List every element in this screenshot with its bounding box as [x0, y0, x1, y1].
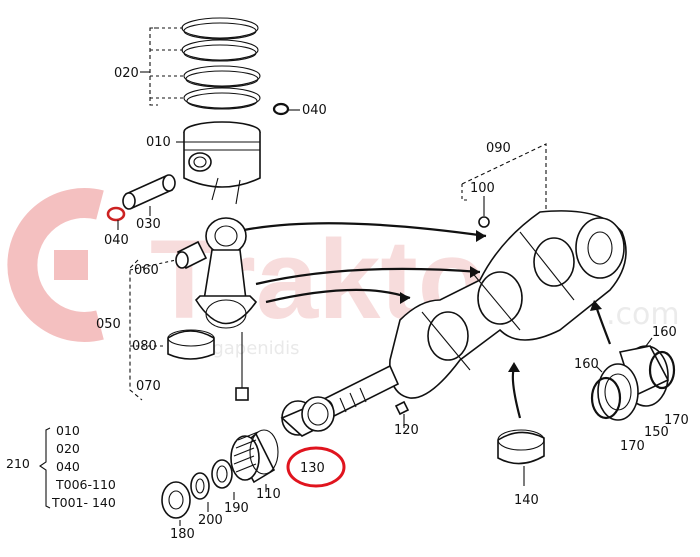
callout-050: 050 — [96, 317, 121, 332]
watermark-logo-icon — [7, 188, 104, 342]
main-bearing — [497, 429, 545, 465]
callout-190: 190 — [224, 501, 249, 516]
callout-labels: 020 040 010 030 040 060 050 080 070 090 … — [96, 66, 689, 542]
kit-item-4: T006-110 — [55, 477, 116, 492]
callout-170-right: 170 — [664, 413, 689, 428]
callout-180: 180 — [170, 527, 195, 542]
callout-130: 130 — [300, 461, 325, 476]
callout-090: 090 — [486, 141, 511, 156]
callout-100: 100 — [470, 181, 495, 196]
callout-200: 200 — [198, 513, 223, 528]
piston-rings — [149, 17, 261, 110]
callout-040-lower: 040 — [104, 233, 129, 248]
callout-040-upper: 040 — [302, 103, 327, 118]
kit-list: 210 010 020 040 T006-110 T001- 140 — [6, 423, 116, 510]
callout-170-left: 170 — [620, 439, 645, 454]
leader-lines — [117, 71, 653, 526]
callout-160-right: 160 — [652, 325, 677, 340]
circlip-lower — [106, 206, 126, 222]
connecting-rod — [194, 217, 258, 401]
kit-item-3: 040 — [56, 459, 80, 474]
kit-item-1: 010 — [56, 423, 80, 438]
callout-080: 080 — [132, 339, 157, 354]
highlight-circle-130 — [286, 446, 346, 488]
callout-110: 110 — [256, 487, 281, 502]
callout-150: 150 — [644, 425, 669, 440]
assembly-arrows — [243, 222, 612, 419]
crankshaft — [318, 210, 627, 421]
conrod-group-bracket — [129, 259, 177, 401]
callout-010: 010 — [146, 135, 171, 150]
crank-gear — [230, 429, 279, 484]
watermark-subtitle: Agapenidis — [200, 338, 299, 359]
callout-160-left: 160 — [574, 357, 599, 372]
circlip-upper — [272, 102, 290, 116]
watermark-domain: .com — [606, 297, 680, 332]
kit-item-5: T001- 140 — [51, 495, 116, 510]
callout-120: 120 — [394, 423, 419, 438]
piston — [183, 121, 261, 205]
washers — [161, 459, 233, 519]
piston-pin — [122, 174, 176, 210]
callout-030: 030 — [136, 217, 161, 232]
key — [394, 400, 410, 424]
callout-140: 140 — [514, 493, 539, 508]
small-end-bushing — [175, 240, 208, 270]
thrust-bearing — [590, 345, 676, 421]
kit-item-2: 020 — [56, 441, 80, 456]
conrod-bearing — [167, 329, 215, 360]
callout-070: 070 — [136, 379, 161, 394]
crank-bushing — [280, 396, 335, 437]
plug — [478, 196, 490, 228]
callout-060: 060 — [134, 263, 159, 278]
callout-020: 020 — [114, 66, 139, 81]
kit-number: 210 — [6, 456, 30, 471]
